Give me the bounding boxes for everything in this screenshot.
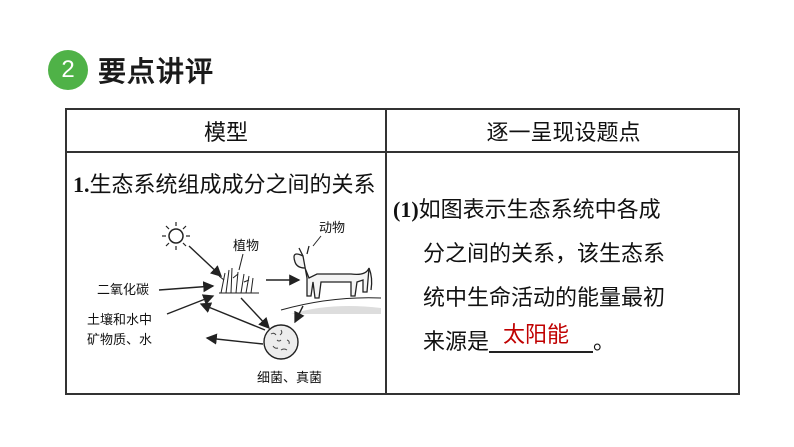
question-line-4: 来源是太阳能。: [393, 321, 733, 365]
label-bacteria: 细菌、真菌: [257, 371, 322, 386]
item-text: 生态系统组成成分之间的关系: [89, 173, 376, 198]
table-divider-horizontal: [67, 151, 738, 153]
model-item-1: 1.生态系统组成成分之间的关系: [73, 162, 383, 209]
label-co2: 二氧化碳: [97, 283, 149, 298]
question-1: (1)如图表示生态系统中各成 分之间的关系，该生态系 统中生命活动的能量最初 来…: [393, 188, 733, 365]
sun-icon: [162, 222, 190, 250]
question-line-2: 分之间的关系，该生态系: [423, 242, 666, 267]
plant-icon: [218, 267, 259, 294]
cow-icon: [293, 245, 373, 299]
microbes-icon: [263, 324, 299, 360]
section-header: 2 要点讲评: [48, 50, 214, 90]
column-header-model: 模型: [203, 120, 248, 146]
item-number: 1.: [73, 172, 90, 197]
question-number: (1): [393, 197, 419, 222]
content-table: 模型 逐一呈现设题点 1.生态系统组成成分之间的关系 植物: [65, 108, 740, 395]
label-plant: 植物: [233, 239, 259, 254]
section-number-badge: 2: [48, 50, 88, 90]
arrow-co2-to-plant: [158, 281, 215, 293]
arrow-sun-to-plant: [188, 245, 223, 277]
section-title: 要点讲评: [98, 55, 215, 88]
label-soil-line1: 土壤和水中: [87, 312, 152, 328]
label-animal: 动物: [319, 221, 345, 236]
arrow-microbes-to-co2: [199, 302, 266, 331]
column-header-questions: 逐一呈现设题点: [486, 120, 641, 146]
arrow-soil-to-plant: [166, 294, 215, 315]
question-line-1: 如图表示生态系统中各成: [418, 198, 661, 223]
question-line-4-suffix: 。: [593, 330, 616, 355]
arrow-plant-to-microbes: [240, 297, 270, 330]
table-divider-vertical: [385, 110, 387, 393]
question-line-3: 统中生命活动的能量最初: [423, 286, 666, 311]
question-line-4-prefix: 来源是: [423, 330, 490, 355]
label-soil-line2: 矿物质、水: [87, 333, 152, 348]
answer-text: 太阳能: [503, 323, 570, 348]
answer-blank: 太阳能: [489, 321, 594, 353]
arrow-microbes-to-soil: [205, 333, 264, 345]
arrow-animal-to-microbes: [294, 305, 305, 324]
ecosystem-diagram: 植物 动物 二氧化碳 土壤和水中 矿物质、水: [87, 221, 381, 386]
